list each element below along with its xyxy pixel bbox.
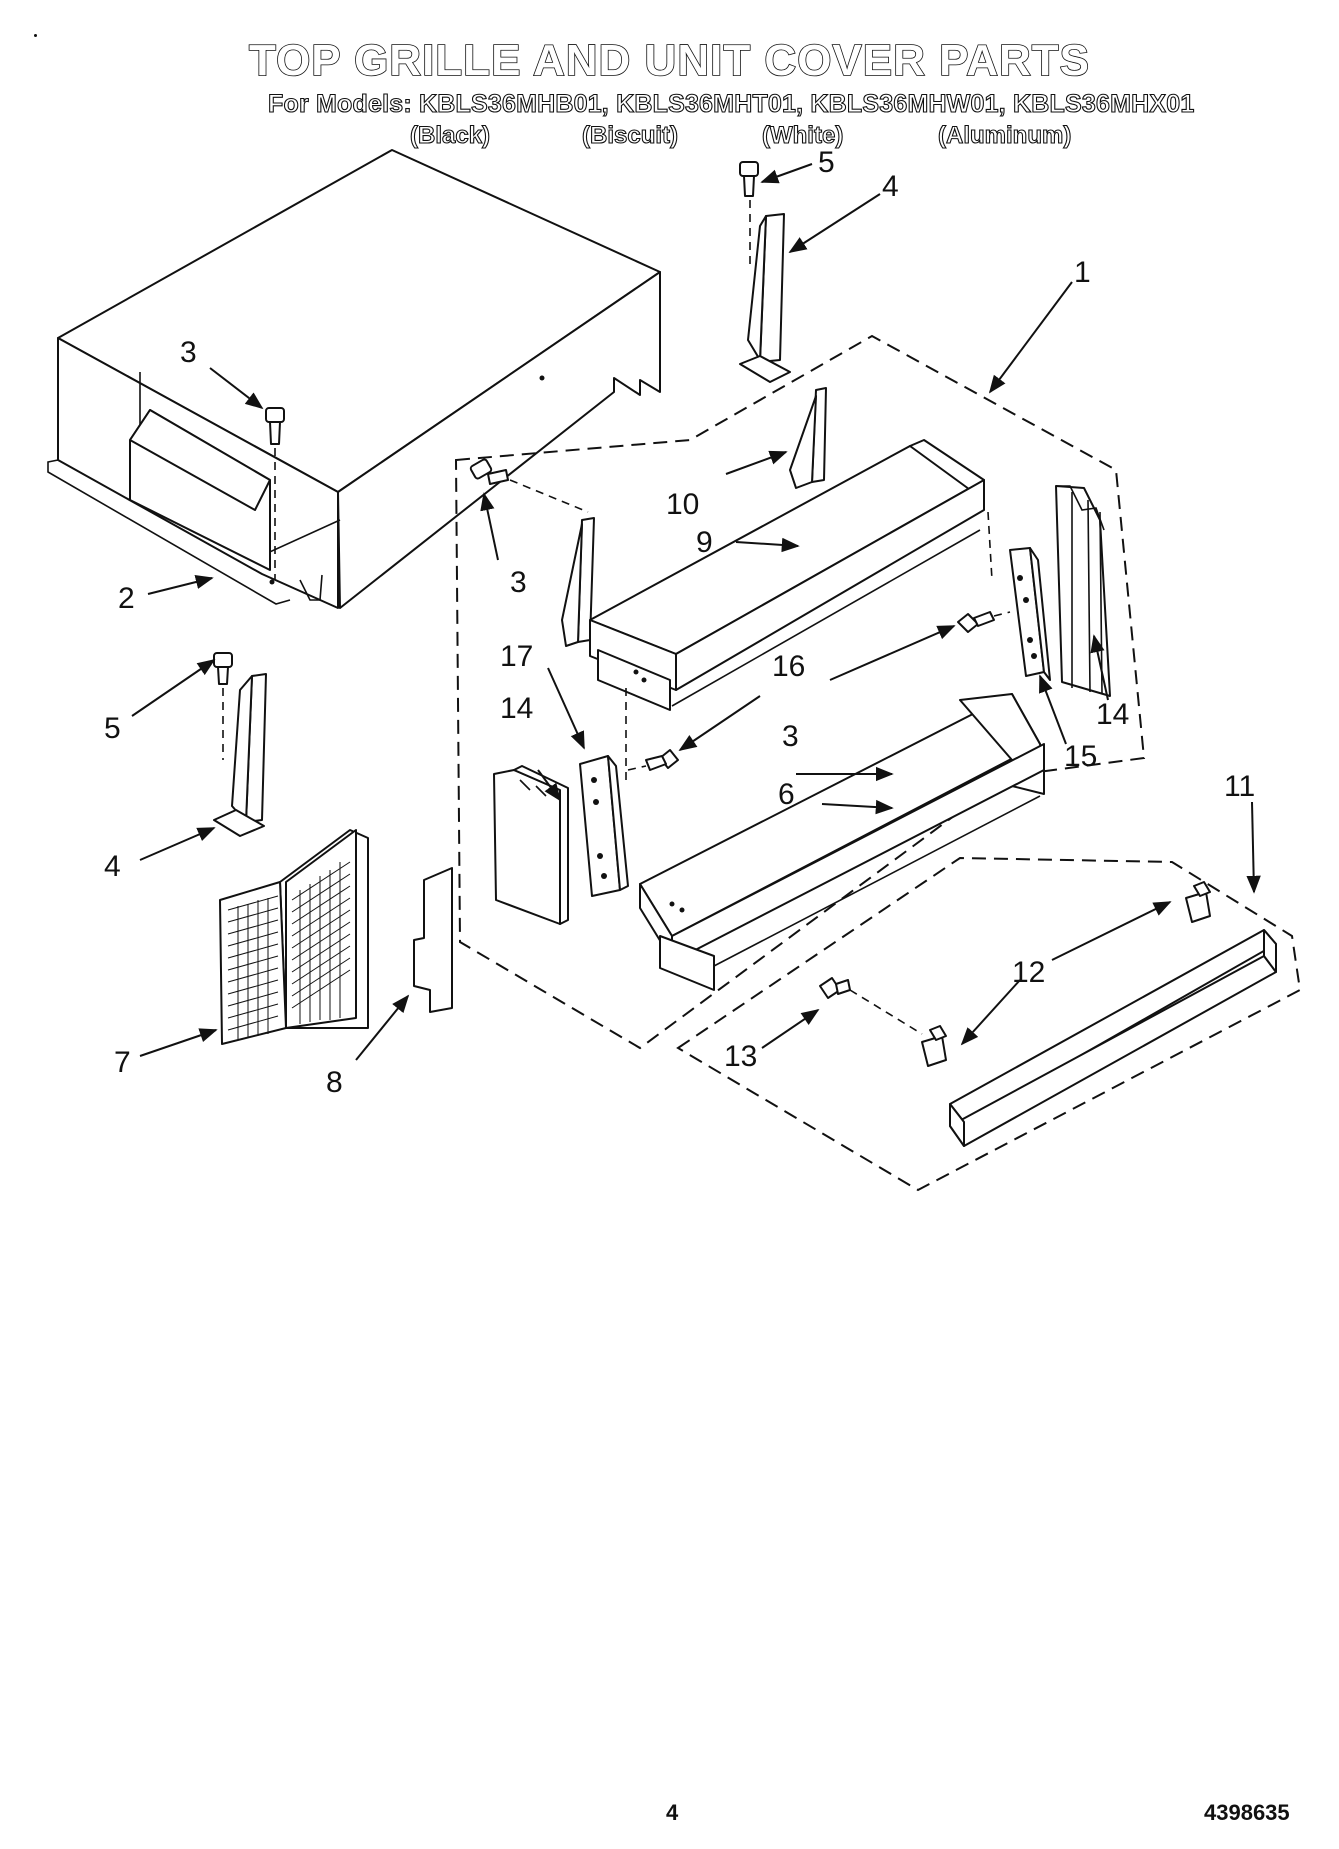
callout-10: 10 xyxy=(666,488,699,521)
callout-14: 14 xyxy=(500,692,533,725)
page-number: 4 xyxy=(666,1800,679,1825)
document-number: 4398635 xyxy=(1204,1800,1290,1825)
callout-1: 1 xyxy=(1074,256,1091,289)
callout-17: 17 xyxy=(500,640,533,673)
screw-part xyxy=(957,611,1011,633)
callout-9: 9 xyxy=(696,526,713,559)
screw-part xyxy=(265,407,285,580)
assembly-boundary-11 xyxy=(676,856,1302,1192)
panel-part-8 xyxy=(413,867,453,1013)
callout-3: 3 xyxy=(180,336,197,369)
callout-7: 7 xyxy=(114,1046,131,1079)
color-black: (Black) xyxy=(409,121,491,149)
grille-part xyxy=(219,829,369,1045)
side-panel-part-14-right xyxy=(1055,485,1111,697)
callout-5: 5 xyxy=(818,146,835,179)
callout-3: 3 xyxy=(782,720,799,753)
callout-11: 11 xyxy=(1224,770,1255,803)
color-biscuit: (Biscuit) xyxy=(581,121,678,149)
bracket-part-17 xyxy=(579,755,629,897)
bracket-top xyxy=(739,161,791,383)
bracket-part-15 xyxy=(1009,547,1051,681)
color-aluminum: (Aluminum) xyxy=(937,121,1072,149)
screw-part xyxy=(819,977,923,1035)
unit-cover-part xyxy=(47,149,661,609)
callout-2: 2 xyxy=(118,582,135,615)
trim-bar-part-11 xyxy=(949,929,1277,1147)
assembly-boundary-1 xyxy=(454,334,1146,1050)
side-panel-part-14-left xyxy=(493,765,569,925)
callout-leaders xyxy=(131,163,1261,1061)
models-line: For Models: KBLS36MHB01, KBLS36MHT01, KB… xyxy=(267,89,1195,118)
lower-grille-part-6 xyxy=(639,693,1045,991)
callout-3: 3 xyxy=(510,566,527,599)
callout-15: 15 xyxy=(1064,740,1097,773)
bracket-left xyxy=(213,652,267,837)
callout-8: 8 xyxy=(326,1066,343,1099)
callout-12: 12 xyxy=(1012,956,1045,989)
page-title: TOP GRILLE AND UNIT COVER PARTS xyxy=(248,35,1090,86)
callout-13: 13 xyxy=(724,1040,757,1073)
callout-6: 6 xyxy=(778,778,795,811)
screw-part xyxy=(627,749,679,771)
callout-4: 4 xyxy=(104,850,121,883)
corner-dot xyxy=(34,34,37,37)
screw-part xyxy=(469,458,589,513)
bracket-part-10 xyxy=(561,387,827,647)
clip-part-12 xyxy=(921,881,1211,1067)
color-white: (White) xyxy=(761,121,844,149)
callout-16: 16 xyxy=(772,650,805,683)
callout-4: 4 xyxy=(882,170,899,203)
callout-5: 5 xyxy=(104,712,121,745)
callout-14: 14 xyxy=(1096,698,1129,731)
